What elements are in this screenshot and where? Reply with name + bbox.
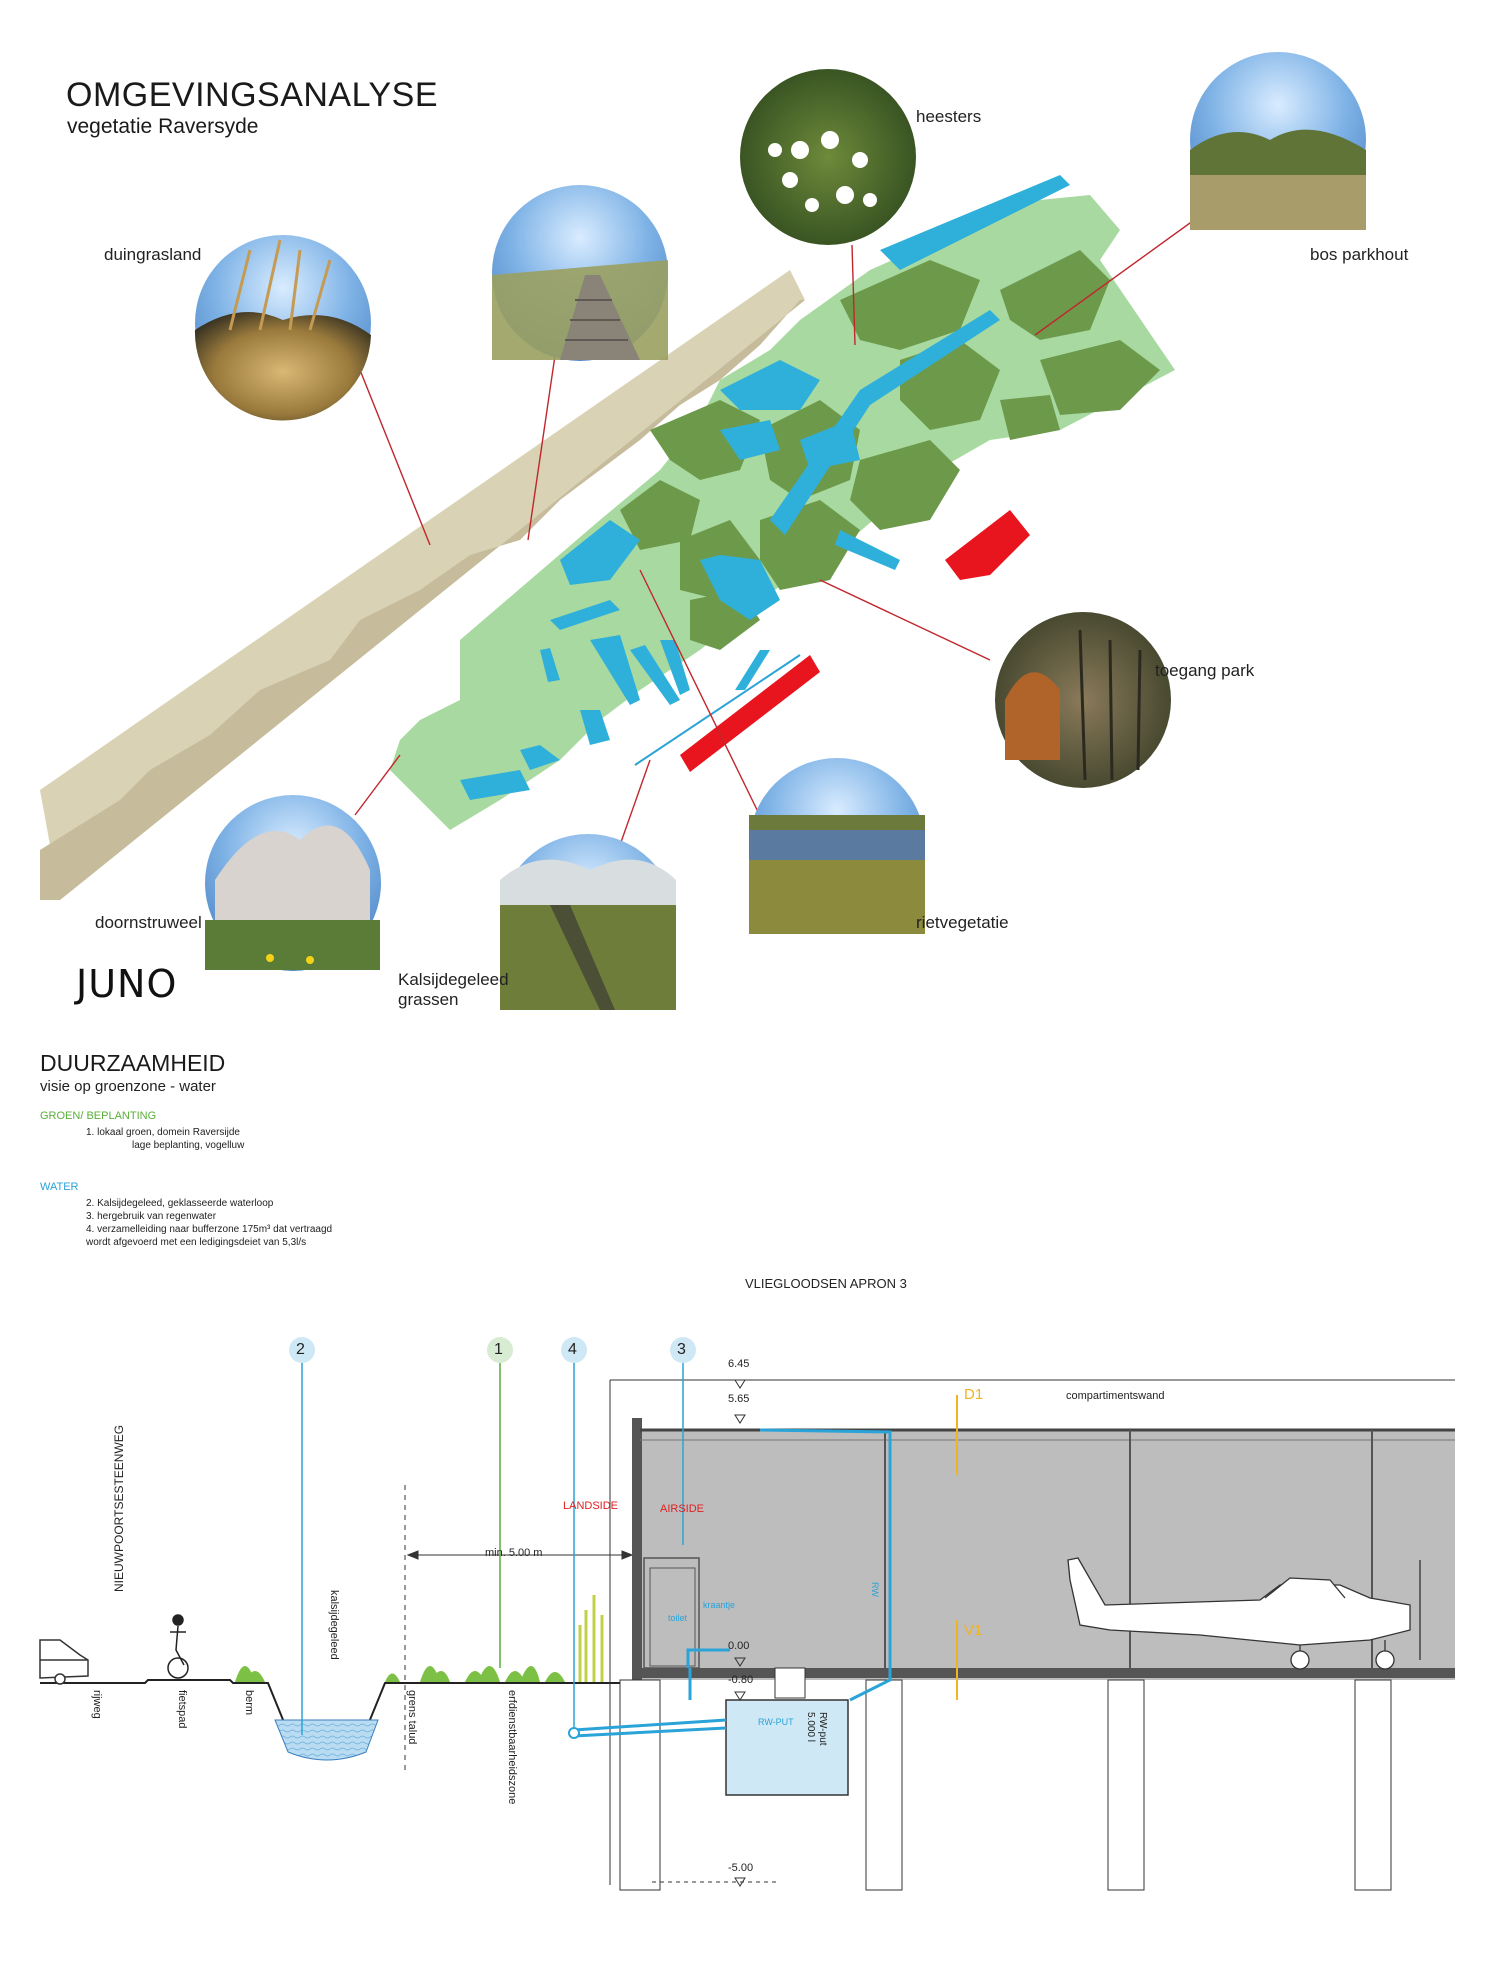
label-duingrasland: duingrasland <box>104 245 202 264</box>
marker-2: 2 <box>296 1341 305 1358</box>
photo-boardwalk <box>492 185 668 361</box>
water-bodies <box>460 175 1070 800</box>
road-name-label: NIEUWPOORTSESTEENWEG <box>112 1424 126 1592</box>
marker-circles <box>289 1337 696 1363</box>
label-rijweg: rijweg <box>91 1690 103 1719</box>
label-berm: berm <box>243 1690 255 1716</box>
car-icon <box>39 1639 89 1685</box>
analysis-subtitle: vegetatie Raversyde <box>67 115 259 138</box>
reeds <box>578 1595 604 1682</box>
level-minus-5-00: -5.00 <box>728 1862 754 1874</box>
dune-strip <box>40 270 805 900</box>
blue-line-canal <box>634 654 801 766</box>
rw-put-label: RW-PUT <box>758 1717 794 1727</box>
sustainability-title: DUURZAAMHEID <box>40 1050 226 1076</box>
rw-volume-label-2: 5.000 l <box>805 1712 816 1743</box>
axis-d1-label: D1 <box>964 1386 984 1403</box>
plants <box>235 1666 565 1682</box>
analysis-title: OMGEVINGSANALYSE <box>66 76 439 114</box>
label-kalsijdegeleed: Kalsijdegeleed <box>398 970 509 989</box>
level-0-00: 0.00 <box>728 1640 750 1652</box>
water-item-4: wordt afgevoerd met een ledigingsdeiet v… <box>86 1237 307 1248</box>
red-buildings <box>680 510 1030 772</box>
level-markers <box>734 1379 746 1887</box>
label-erfdienstbaarheidszone: erfdienstbaarheidszone <box>506 1690 518 1805</box>
water-heading: WATER <box>40 1181 79 1193</box>
photo-duingrasland <box>194 235 371 421</box>
photo-kalsijdegeleed <box>500 834 676 1010</box>
piping <box>573 1428 892 1738</box>
photo-toegang-park <box>995 612 1171 788</box>
pipe-end <box>568 1727 580 1739</box>
photo-rietvegetatie <box>749 758 925 934</box>
label-doornstruweel: doornstruweel <box>95 913 202 932</box>
faucet-label: kraantje <box>703 1600 736 1610</box>
marker-4: 4 <box>568 1341 577 1358</box>
label-rietvegetatie: rietvegetatie <box>916 913 1009 932</box>
cyclist-icon <box>167 1614 189 1679</box>
water-item-1: 2. Kalsijdegeleed, geklasseerde waterloo… <box>86 1198 274 1209</box>
ground-line <box>40 1679 641 1733</box>
juno-logo: JUNO <box>76 962 178 1006</box>
water-item-2: 3. hergebruik van regenwater <box>86 1211 217 1222</box>
label-grassen: grassen <box>398 990 459 1009</box>
green-item-1: 1. lokaal groen, domein Raversijde <box>86 1127 240 1138</box>
dimension-min-distance <box>406 1550 634 1560</box>
compartment-wall-label: compartimentswand <box>1066 1390 1165 1402</box>
section-title: VLIEGLOODSEN APRON 3 <box>745 1276 907 1291</box>
level-5-65: 5.65 <box>728 1393 750 1405</box>
green-item-2: lage beplanting, vogelluw <box>132 1140 245 1151</box>
rw-volume-label-1: RW-put <box>817 1712 828 1746</box>
water-item-3: 4. verzamelleiding naar bufferzone 175m³… <box>86 1224 333 1235</box>
sustainability-subtitle: visie op groenzone - water <box>40 1078 216 1095</box>
level-minus-0-80: -0.80 <box>728 1674 754 1686</box>
label-toegang-park: toegang park <box>1155 661 1255 680</box>
photo-heesters <box>740 69 916 245</box>
ditch-water <box>274 1719 379 1761</box>
min-distance-label: min. 5.00 m <box>485 1547 543 1559</box>
rw-pipe-label: RW <box>870 1582 880 1597</box>
label-fietspad: fietspad <box>176 1690 188 1729</box>
label-heesters: heesters <box>916 107 982 126</box>
marker-lines <box>301 1360 684 1735</box>
airside-label: AIRSIDE <box>660 1503 705 1515</box>
marker-1: 1 <box>494 1341 503 1358</box>
toilet-label: toilet <box>668 1613 688 1623</box>
vegetation-dark <box>620 250 1160 650</box>
label-kalsijdegeleed: kalsijdegeleed <box>328 1590 340 1660</box>
marker-3: 3 <box>677 1341 686 1358</box>
landside-label: LANDSIDE <box>563 1500 619 1512</box>
label-bos-parkhout: bos parkhout <box>1310 245 1409 264</box>
green-heading: GROEN/ BEPLANTING <box>40 1110 157 1122</box>
leader-lines <box>354 209 1209 846</box>
airplane-icon <box>1067 1557 1421 1670</box>
axis-v1-label: V1 <box>964 1622 983 1639</box>
level-6-45: 6.45 <box>728 1358 750 1370</box>
photo-bos-parkhout <box>1190 52 1366 230</box>
photo-doornstruweel <box>205 795 381 971</box>
label-grens-talud: grens talud <box>406 1690 418 1745</box>
